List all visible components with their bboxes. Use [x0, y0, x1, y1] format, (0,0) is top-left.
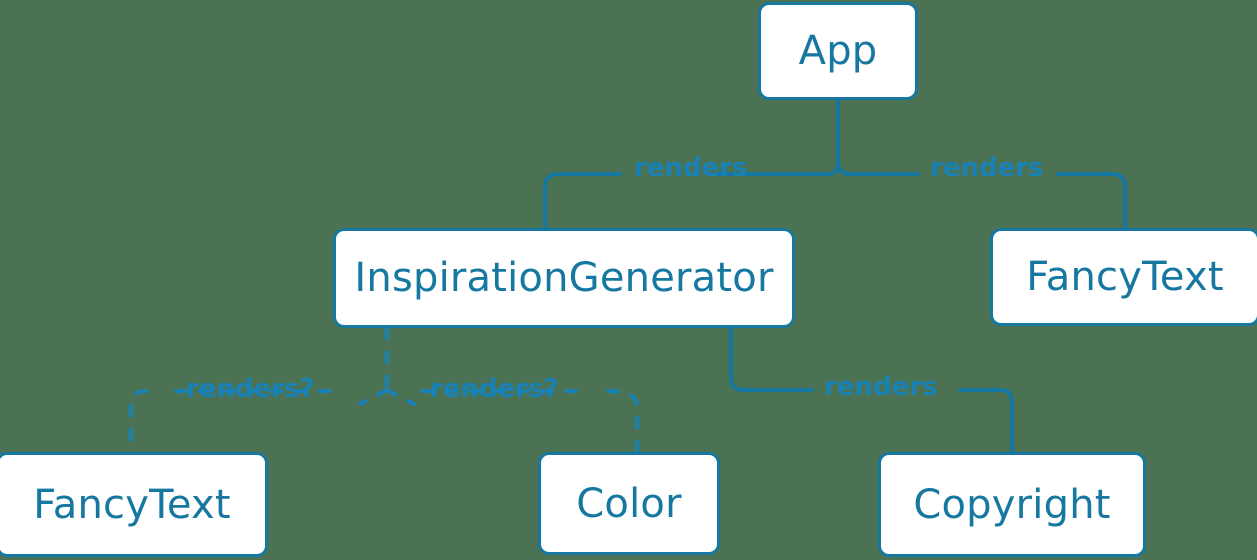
edge-app-to-inspirationgenerator-left — [543, 172, 622, 230]
edge-inspirationgenerator-to-copyright-left — [729, 326, 814, 392]
node-fancytext-bottom-label: FancyText — [33, 481, 231, 528]
edge-inspirationgenerator-to-color-dashed-c — [606, 389, 639, 454]
edge-inspirationgenerator-to-copyright-right — [958, 388, 1014, 454]
node-copyright-label: Copyright — [913, 481, 1111, 528]
node-color-label: Color — [576, 480, 682, 527]
edge-app-trunk — [786, 98, 840, 176]
edge-label-inspirationgenerator-to-copyright: renders — [824, 372, 938, 402]
node-color[interactable]: Color — [538, 452, 720, 555]
edge-label-app-to-inspirationgenerator: renders — [634, 153, 748, 183]
node-fancytext-right[interactable]: FancyText — [990, 228, 1257, 326]
node-inspirationgenerator[interactable]: InspirationGenerator — [333, 228, 795, 328]
edge-label-inspirationgenerator-to-color: renders? — [430, 374, 559, 404]
edge-app-trunk-right — [836, 161, 892, 176]
node-fancytext-bottom[interactable]: FancyText — [0, 452, 268, 557]
edge-inspirationgenerator-to-fancytext-dashed-a — [358, 388, 389, 406]
edge-app-to-fancytext-right — [1056, 172, 1127, 230]
node-fancytext-right-label: FancyText — [1026, 254, 1224, 300]
node-app[interactable]: App — [758, 2, 918, 100]
node-inspirationgenerator-label: InspirationGenerator — [354, 255, 774, 301]
node-app-label: App — [798, 28, 878, 74]
edge-inspirationgenerator-to-fancytext-dashed-c — [129, 389, 148, 454]
node-copyright[interactable]: Copyright — [878, 452, 1146, 557]
edge-label-app-to-fancytext: renders — [930, 153, 1044, 183]
edge-inspirationgenerator-to-color-dashed-a — [385, 388, 416, 406]
edge-label-inspirationgenerator-to-fancytext: renders? — [186, 374, 315, 404]
